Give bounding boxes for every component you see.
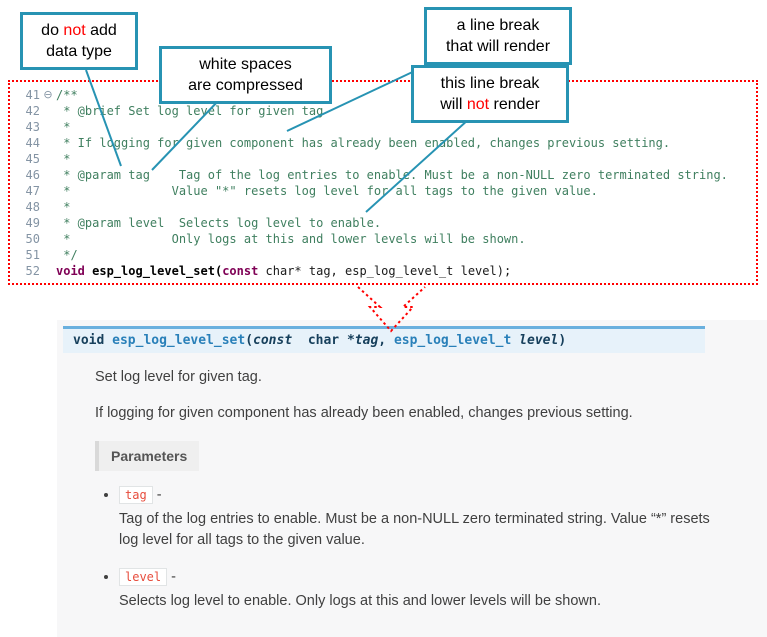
callout-text: do bbox=[41, 22, 64, 39]
callout-line: will not render bbox=[422, 94, 558, 115]
sig-paren: ( bbox=[245, 333, 254, 348]
keyword-void: void bbox=[56, 264, 85, 278]
parameter-item-tag: tag - Tag of the log entries to enable. … bbox=[119, 486, 711, 551]
callout-text: add bbox=[85, 22, 117, 39]
detailed-description: If logging for given component has alrea… bbox=[95, 405, 633, 421]
sig-comma: , bbox=[378, 333, 394, 348]
code-line: 43 * bbox=[10, 119, 756, 135]
parameters-heading: Parameters bbox=[95, 441, 200, 471]
param-name-line: level - bbox=[119, 568, 711, 586]
param-description: Selects log level to enable. Only logs a… bbox=[119, 593, 601, 609]
sig-function-name: esp_log_level_set bbox=[112, 333, 246, 348]
code-text: /** bbox=[56, 88, 78, 102]
code-line: 51 */ bbox=[10, 247, 756, 263]
callout-text: render bbox=[489, 96, 540, 113]
callout-line-break-not-render: this line break will not render bbox=[411, 65, 569, 123]
fold-icon bbox=[40, 231, 56, 247]
fold-icon bbox=[40, 103, 56, 119]
callout-text: will bbox=[440, 96, 467, 113]
code-text: void esp_log_level_set(const char* tag, … bbox=[56, 263, 511, 279]
code-text: * Only logs at this and lower levels wil… bbox=[56, 232, 526, 246]
line-number: 45 bbox=[25, 152, 40, 166]
line-number: 52 bbox=[25, 264, 40, 278]
fold-icon bbox=[40, 167, 56, 183]
fold-icon bbox=[40, 199, 56, 215]
callout-text-emphasis: not bbox=[466, 96, 490, 113]
callout-text-emphasis: not bbox=[63, 22, 86, 39]
callout-line: data type bbox=[46, 43, 112, 60]
code-line: 47 * Value "*" resets log level for all … bbox=[10, 183, 756, 199]
line-number: 50 bbox=[25, 232, 40, 246]
param-description: Tag of the log entries to enable. Must b… bbox=[119, 511, 710, 548]
code-line: 44 * If logging for given component has … bbox=[10, 135, 756, 151]
fold-icon bbox=[40, 119, 56, 135]
callout-line-break-renders: a line break that will render bbox=[424, 7, 572, 65]
sig-const-keyword: const bbox=[253, 333, 293, 348]
code-text: * bbox=[56, 152, 71, 166]
code-text: * @param level Selects log level to enab… bbox=[56, 216, 382, 230]
sig-return-type: void bbox=[73, 333, 113, 348]
code-line: 50 * Only logs at this and lower levels … bbox=[10, 231, 756, 247]
fold-icon bbox=[40, 183, 56, 199]
fold-icon bbox=[40, 263, 56, 279]
callout-line: are compressed bbox=[188, 77, 303, 94]
line-number: 49 bbox=[25, 216, 40, 230]
sig-param-level: level bbox=[519, 333, 559, 348]
code-line: 45 * bbox=[10, 151, 756, 167]
code-line: 46 * @param tag Tag of the log entries t… bbox=[10, 167, 756, 183]
line-number: 51 bbox=[25, 248, 40, 262]
function-args: char* tag, esp_log_level_t level); bbox=[258, 264, 512, 278]
code-text: */ bbox=[56, 248, 78, 262]
sig-space bbox=[511, 333, 519, 348]
code-text: * bbox=[56, 200, 71, 214]
code-line: 49 * @param level Selects log level to e… bbox=[10, 215, 756, 231]
param-separator: - bbox=[152, 487, 162, 503]
callout-line: white spaces bbox=[199, 56, 292, 73]
code-editor: 41⊖/** 42 * @brief Set log level for giv… bbox=[8, 80, 758, 285]
fold-icon bbox=[40, 247, 56, 263]
callout-line: that will render bbox=[445, 38, 551, 55]
fold-icon bbox=[40, 215, 56, 231]
parameter-item-level: level - Selects log level to enable. Onl… bbox=[119, 568, 711, 612]
parameter-list: tag - Tag of the log entries to enable. … bbox=[119, 486, 711, 612]
fold-icon bbox=[40, 151, 56, 167]
code-text: * @brief Set log level for given tag bbox=[56, 104, 324, 118]
code-line: 48 * bbox=[10, 199, 756, 215]
sig-paren: ) bbox=[558, 333, 567, 348]
rendered-docs-panel: void esp_log_level_set(const char *tag, … bbox=[57, 320, 767, 637]
fold-icon: ⊖ bbox=[43, 88, 53, 101]
param-name-chip: tag bbox=[119, 486, 153, 504]
callout-line: this line break bbox=[440, 75, 540, 92]
param-name-chip: level bbox=[119, 568, 168, 586]
param-separator: - bbox=[167, 569, 176, 585]
code-text: * Value "*" resets log level for all tag… bbox=[56, 184, 598, 198]
code-text: * @param tag Tag of the log entries to e… bbox=[56, 168, 728, 182]
code-line: 41⊖/** bbox=[10, 87, 756, 103]
line-number: 44 bbox=[25, 136, 40, 150]
code-line-function-declaration: 52 void esp_log_level_set(const char* tag… bbox=[10, 263, 756, 279]
line-number: 43 bbox=[25, 120, 40, 134]
line-number: 42 bbox=[25, 104, 40, 118]
line-number: 47 bbox=[25, 184, 40, 198]
code-text: * bbox=[56, 120, 71, 134]
callout-line: a line break bbox=[456, 17, 540, 34]
function-signature: void esp_log_level_set(const char *tag, … bbox=[63, 326, 705, 353]
callout-whitespace-compressed: white spaces are compressed bbox=[159, 46, 332, 104]
callout-line: do not add bbox=[31, 20, 127, 41]
brief-description: Set log level for given tag. bbox=[95, 369, 262, 385]
function-name: esp_log_level_set( bbox=[84, 264, 223, 278]
sig-type-link[interactable]: esp_log_level_t bbox=[393, 333, 512, 348]
sig-type: char * bbox=[292, 333, 355, 348]
fold-icon bbox=[40, 135, 56, 151]
line-number: 41 bbox=[25, 88, 40, 102]
callout-no-data-type: do not add data type bbox=[20, 12, 138, 70]
param-name-line: tag - bbox=[119, 486, 711, 504]
line-number: 46 bbox=[25, 168, 40, 182]
code-line: 42 * @brief Set log level for given tag bbox=[10, 103, 756, 119]
keyword-const: const bbox=[222, 264, 259, 278]
docs-body: Set log level for given tag. If logging … bbox=[57, 367, 767, 612]
line-number: 48 bbox=[25, 200, 40, 214]
sig-param-tag: tag bbox=[354, 333, 379, 348]
code-text: * If logging for given component has alr… bbox=[56, 136, 671, 150]
